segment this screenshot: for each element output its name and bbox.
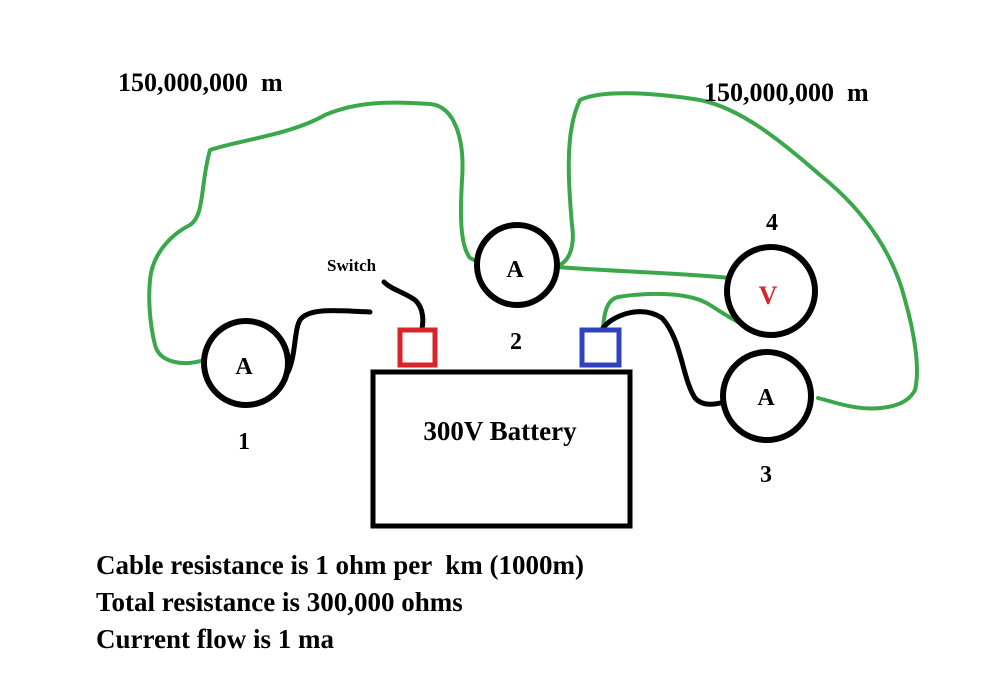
ammeter-1-symbol: A: [235, 354, 253, 380]
switch-lever: [381, 279, 426, 336]
note-total-resistance: Total resistance is 300,000 ohms: [96, 587, 463, 617]
ammeter-3: [720, 349, 814, 443]
ammeter-3-symbol: A: [757, 385, 775, 411]
ammeter-2: [474, 222, 560, 308]
positive-terminal: [397, 327, 438, 368]
black-wire-negative-meter3: [600, 309, 727, 407]
ammeter-2-symbol: A: [506, 257, 524, 283]
switch-label: Switch: [327, 256, 377, 275]
battery-body: [370, 369, 633, 529]
distance-label-left: 150,000,000 m: [118, 68, 283, 97]
battery-label: 300V Battery: [423, 416, 577, 446]
note-current-flow: Current flow is 1 ma: [96, 624, 334, 654]
ammeter-2-number: 2: [510, 329, 522, 355]
ammeter-1: [201, 318, 291, 408]
green-wire-meter2-voltmeter: [538, 264, 732, 280]
ammeter-1-number: 1: [238, 429, 250, 455]
ammeter-3-number: 3: [760, 462, 772, 488]
green-cable-right-loop: [555, 91, 919, 411]
voltmeter-4-symbol: V: [759, 281, 778, 310]
voltmeter-4-number: 4: [766, 210, 778, 236]
distance-label-right: 150,000,000 m: [704, 78, 869, 107]
voltmeter-4: [724, 244, 818, 338]
green-cable-left-loop: [147, 100, 480, 365]
black-wire-meter1-switch: [285, 308, 373, 375]
negative-terminal: [579, 327, 622, 368]
note-cable-resistance: Cable resistance is 1 ohm per km (1000m): [96, 550, 584, 580]
